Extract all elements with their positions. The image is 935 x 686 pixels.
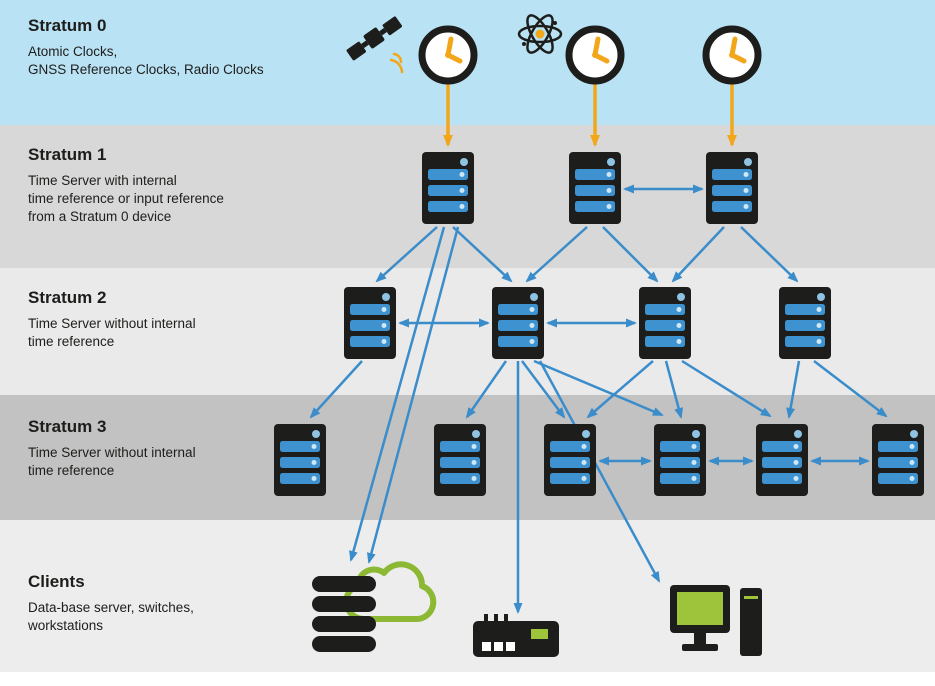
sync-arrow (375, 226, 438, 283)
band-desc-line: Time Server without internal (28, 316, 196, 331)
time-server-icon-s3-2 (434, 424, 486, 496)
band-stratum1: Stratum 1 Time Server with internal time… (0, 125, 935, 268)
band-clients-text: Clients Data-base server, switches, work… (28, 572, 194, 635)
band-desc-line: time reference (28, 334, 115, 350)
time-server-icon-s2-3 (639, 287, 691, 359)
time-server-icon-s1-3 (706, 152, 758, 224)
time-server-icon-s2-4 (779, 287, 831, 359)
band-clients: Clients Data-base server, switches, work… (0, 520, 935, 672)
band-title-stratum2: Stratum 2 (28, 288, 107, 307)
sync-arrow (533, 359, 664, 417)
sync-arrow (538, 360, 661, 583)
band-desc-line: time reference (28, 463, 115, 479)
time-server-icon-s3-1 (274, 424, 326, 496)
sync-arrow (349, 226, 446, 562)
time-server-icon-s1-2 (569, 152, 621, 224)
time-server-icon-s2-2 (492, 287, 544, 359)
band-stratum1-text: Stratum 1 Time Server with internal time… (28, 145, 224, 227)
icons-layer (274, 14, 924, 657)
sync-arrow (740, 226, 799, 283)
time-server-icon-s3-3 (544, 424, 596, 496)
band-title-stratum0: Stratum 0 (28, 16, 107, 35)
arrows-layer (309, 84, 888, 614)
sync-arrow (681, 359, 772, 418)
sync-arrows-to-clients (513, 360, 661, 614)
reference-signal-arrows (443, 84, 737, 147)
time-server-icon-s3-4 (654, 424, 706, 496)
sync-arrow (671, 226, 725, 283)
band-desc-line: time reference or input reference (28, 191, 224, 207)
band-stratum0-text: Stratum 0 Atomic Clocks, GNSS Reference … (28, 16, 264, 79)
band-title-clients: Clients (28, 572, 85, 591)
sync-arrow (786, 360, 801, 419)
sync-arrow (813, 360, 888, 418)
band-desc-line: Atomic Clocks, (28, 44, 118, 59)
database-server-icon (312, 576, 376, 652)
sync-arrows-s2-s3 (309, 359, 888, 419)
band-desc-line: Time Server with internal (28, 173, 177, 188)
sync-arrow (366, 226, 460, 564)
sync-arrow (586, 360, 654, 419)
wall-clock-icon (706, 29, 758, 81)
sync-arrow (452, 226, 513, 283)
sync-arrows-s1-clients (349, 226, 460, 564)
wall-clock-icon (422, 29, 474, 81)
peer-sync-arrows (398, 184, 870, 466)
sync-arrow (521, 360, 566, 419)
workstation-icon (670, 585, 762, 656)
band-desc-line: GNSS Reference Clocks, Radio Clocks (28, 62, 264, 78)
sync-arrow (602, 226, 659, 283)
band-desc-line: Data-base server, switches, (28, 600, 194, 615)
satellite-icon (346, 16, 404, 74)
time-server-icon-s1-1 (422, 152, 474, 224)
atom-icon (517, 14, 563, 54)
band-desc-line: Time Server without internal (28, 445, 196, 460)
band-stratum2-text: Stratum 2 Time Server without internal t… (28, 288, 196, 351)
band-desc-line: from a Stratum 0 device (28, 209, 172, 225)
time-server-icon-s3-6 (872, 424, 924, 496)
wall-clock-icon (569, 29, 621, 81)
sync-arrows-s1-s2 (375, 226, 799, 283)
time-server-icon-s2-1 (344, 287, 396, 359)
sync-arrow (465, 360, 508, 419)
band-title-stratum3: Stratum 3 (28, 417, 107, 436)
band-title-stratum1: Stratum 1 (28, 145, 107, 164)
time-server-icon-s3-5 (756, 424, 808, 496)
band-desc-line: workstations (28, 618, 104, 634)
sync-arrow (664, 360, 684, 419)
sync-arrow (309, 360, 363, 419)
band-stratum3-text: Stratum 3 Time Server without internal t… (28, 417, 196, 480)
network-switch-icon (473, 614, 559, 657)
sync-arrow (525, 226, 588, 283)
